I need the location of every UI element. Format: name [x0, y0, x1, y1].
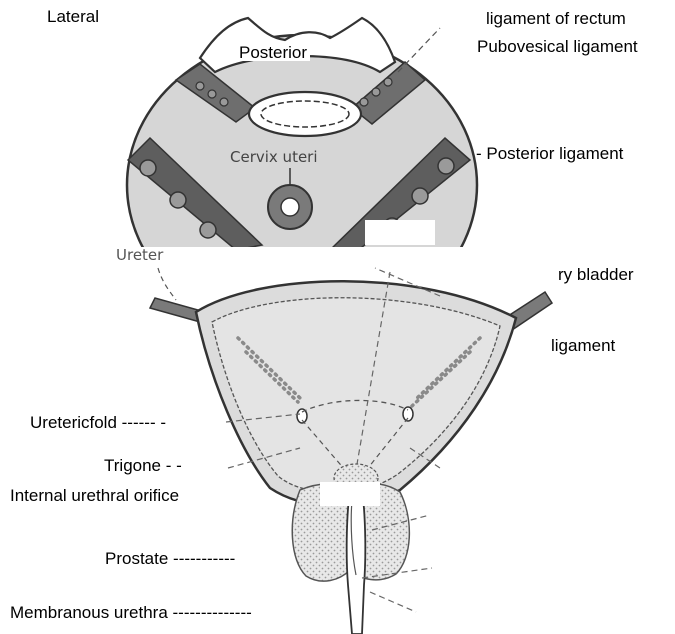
prostate-label: Prostate -----------	[105, 550, 235, 567]
ureteric-fold-label: Uretericfold ------ -	[30, 414, 166, 431]
ureter-label: Ureter	[116, 248, 163, 263]
lateral-label: Lateral	[47, 8, 99, 25]
pubovesical-ligament-label: Pubovesical ligament	[477, 38, 638, 55]
trigone-label: Trigone - -	[104, 457, 182, 474]
internal-urethral-orifice-label: Internal urethral orifice	[10, 487, 179, 504]
bladder-section	[150, 268, 552, 634]
posterior-ligament-label: - Posterior ligament	[476, 145, 623, 162]
urinary-bladder-label: ry bladder	[558, 266, 634, 283]
ligament-of-rectum-label: ligament of rectum	[486, 10, 626, 27]
membranous-urethra-label: Membranous urethra --------------	[10, 604, 252, 621]
label-mask	[365, 220, 435, 245]
urethra	[347, 488, 366, 634]
label-mask	[320, 482, 380, 506]
posterior-label: Posterior	[236, 44, 310, 61]
cervix-uteri-label: Cervix uteri	[230, 150, 318, 165]
ligament-label: ligament	[551, 337, 615, 354]
